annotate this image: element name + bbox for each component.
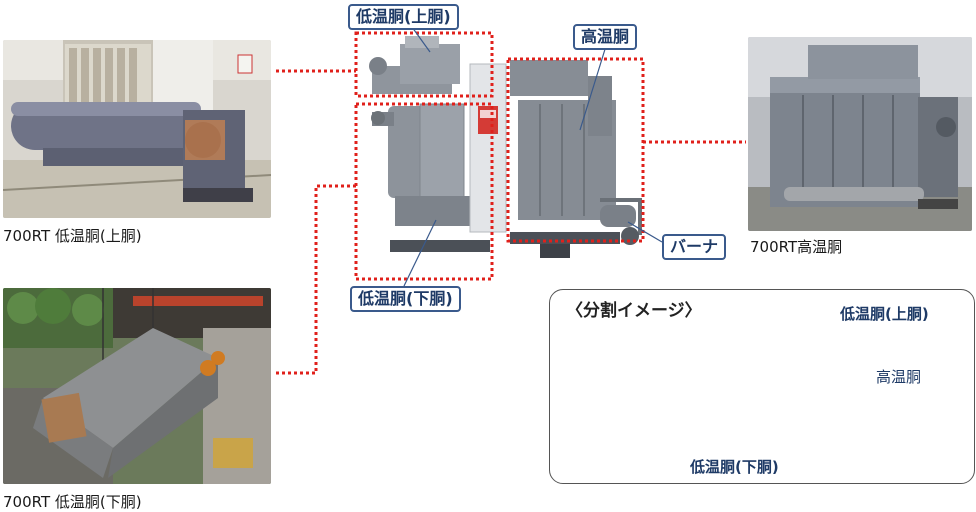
split-image-title: 〈分割イメージ〉: [566, 301, 702, 321]
caption-low-temp-upper: 700RT 低温胴(上胴): [3, 227, 142, 245]
split-label-high: 高温胴: [876, 368, 922, 386]
frame-low-temp-lower: [354, 102, 494, 281]
photo-high-temp: [748, 37, 972, 231]
tag-burner: バーナ: [662, 234, 727, 260]
photo-low-temp-upper: [3, 40, 271, 218]
photo-low-temp-lower: [3, 288, 271, 484]
tag-low-temp-upper: 低温胴(上胴): [348, 4, 459, 30]
tag-high-temp: 高温胴: [573, 24, 638, 50]
split-label-lower: 低温胴(下胴): [690, 458, 779, 476]
frame-high-temp: [506, 57, 645, 243]
split-label-upper: 低温胴(上胴): [840, 305, 929, 323]
tag-low-temp-lower: 低温胴(下胴): [350, 286, 461, 312]
split-image-panel: [549, 289, 975, 484]
caption-low-temp-lower: 700RT 低温胴(下胴): [3, 493, 142, 511]
leader-lower-photo: [276, 184, 356, 375]
caption-high-temp: 700RT高温胴: [750, 238, 843, 256]
frame-low-temp-upper: [354, 31, 494, 98]
